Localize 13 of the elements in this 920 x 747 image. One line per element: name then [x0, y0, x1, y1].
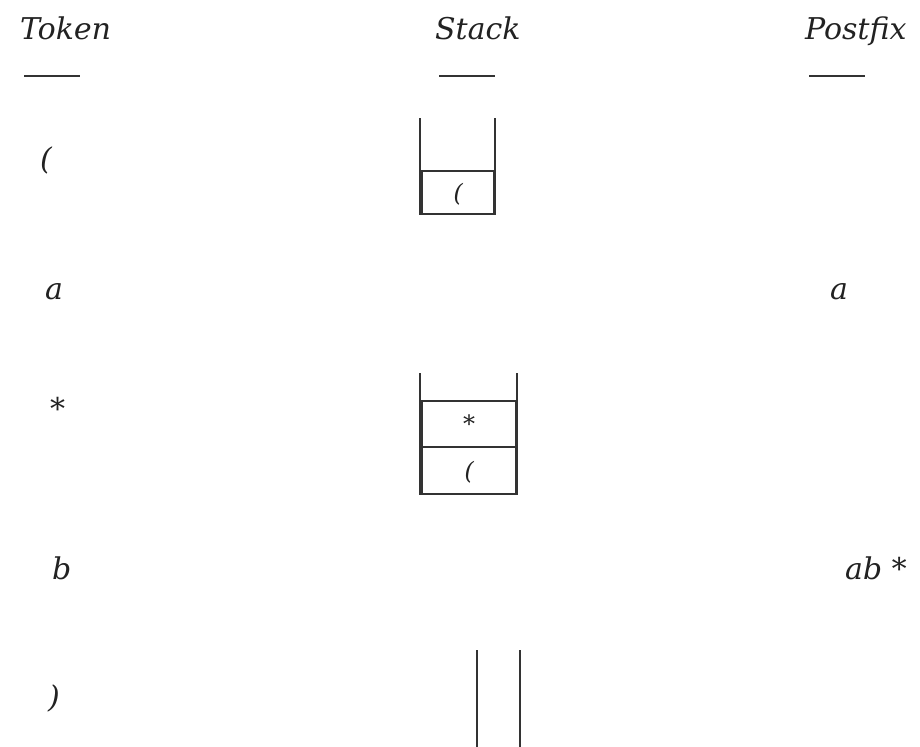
- table-cell-text: a: [45, 272, 63, 308]
- table-cell-text: a: [830, 272, 848, 308]
- stack-cell: *: [421, 400, 517, 448]
- table-cell-text: ab *: [845, 552, 907, 588]
- stack-cell: (: [421, 448, 517, 495]
- column-heading: Postfix: [805, 12, 906, 48]
- table-cell-text: ): [48, 680, 60, 716]
- stack-cell: (: [421, 170, 495, 215]
- table-cell-text: (: [40, 142, 52, 178]
- column-heading: Token: [20, 12, 111, 48]
- column-heading: Stack: [435, 12, 520, 48]
- table-cell-text: *: [50, 392, 65, 428]
- table-cell-text: b: [52, 552, 72, 588]
